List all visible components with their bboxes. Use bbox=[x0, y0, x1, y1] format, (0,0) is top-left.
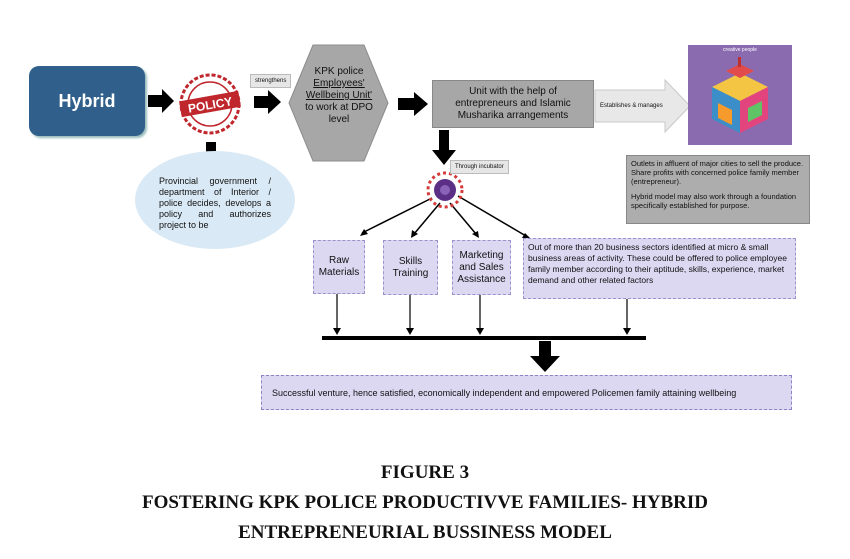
raw-materials-text: Raw Materials bbox=[318, 255, 360, 278]
arrow-establishes bbox=[594, 78, 691, 134]
establishes-label: Establishes & manages bbox=[600, 103, 663, 109]
arrow-hex-to-unit bbox=[398, 92, 428, 116]
business-sectors-box: Out of more than 20 business sectors ide… bbox=[523, 238, 796, 299]
branch-skills bbox=[413, 202, 441, 235]
arrow-unit-down bbox=[432, 130, 456, 165]
unit-text: Unit with the help of entrepreneurs and … bbox=[455, 86, 571, 121]
branch-marketing bbox=[449, 202, 477, 235]
figure-title-line2: ENTREPRENEURIAL BUSSINESS MODEL bbox=[238, 522, 612, 543]
kpk-unit-hexagon bbox=[288, 44, 389, 162]
outlets-text-1: Outlets in affluent of major cities to s… bbox=[631, 159, 804, 186]
kpk-unit-text: KPK police Employees' Wellbeing Unit' to… bbox=[305, 66, 373, 125]
hybrid-box: Hybrid bbox=[29, 66, 145, 136]
image-caption: creative people bbox=[723, 47, 757, 53]
outlets-text-2: Hybrid model may also work through a fou… bbox=[631, 192, 797, 210]
arrow-to-success bbox=[530, 341, 560, 372]
figure-number: FIGURE 3 bbox=[380, 462, 470, 483]
marketing-sales-box: Marketing and Sales Assistance bbox=[452, 240, 511, 295]
hybrid-label: Hybrid bbox=[58, 90, 116, 111]
skills-training-text: Skills Training bbox=[392, 255, 429, 279]
arrow-hybrid-to-policy bbox=[148, 89, 174, 113]
merge-bar bbox=[322, 336, 646, 340]
unit-box: Unit with the help of entrepreneurs and … bbox=[432, 80, 594, 128]
provincial-ellipse bbox=[135, 151, 295, 249]
provincial-text: Provincial government / department of In… bbox=[159, 176, 271, 230]
strengthens-label: strengthens bbox=[250, 74, 292, 88]
success-box: Successful venture, hence satisfied, eco… bbox=[261, 375, 792, 410]
branch-raw bbox=[361, 197, 433, 234]
raw-materials-box: Raw Materials bbox=[313, 240, 365, 294]
business-sectors-text: Out of more than 20 business sectors ide… bbox=[528, 242, 787, 285]
outlets-box: Outlets in affluent of major cities to s… bbox=[626, 155, 810, 224]
figure-title-line1: FOSTERING KPK POLICE PRODUCTIVVE FAMILIE… bbox=[141, 492, 708, 513]
incubator-icon bbox=[426, 171, 464, 209]
creative-people-image: creative people bbox=[688, 45, 792, 145]
policy-seal-icon: POLICY bbox=[179, 73, 241, 135]
branch-sectors bbox=[457, 195, 527, 237]
skills-training-box: Skills Training bbox=[383, 240, 438, 295]
arrow-policy-to-hex bbox=[254, 90, 281, 114]
incubator-label: Through incubator bbox=[450, 160, 509, 174]
success-text: Successful venture, hence satisfied, eco… bbox=[272, 387, 737, 398]
marketing-sales-text: Marketing and Sales Assistance bbox=[457, 249, 506, 285]
isometric-blocks-illustration bbox=[712, 57, 768, 133]
